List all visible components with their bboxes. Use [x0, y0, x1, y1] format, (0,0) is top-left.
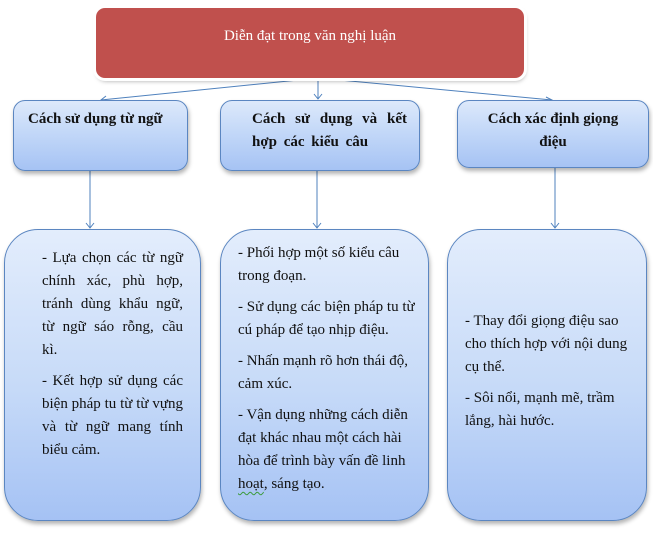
branch-heading-word-usage: Cách sử dụng từ ngữ	[13, 100, 188, 171]
branch-details-word-usage: - Lựa chọn các từ ngữ chính xác, phù hợp…	[4, 229, 201, 521]
spellcheck-flagged-word: hoạt	[238, 476, 264, 492]
detail-item: - Thay đổi giọng điệu sao cho thích hợp …	[465, 313, 628, 375]
detail-text: - Vận dụng những cách diễn đạt khác nhau…	[238, 407, 408, 469]
branch-heading-label: Cách sử dụng và kết hợp các kiểu câu	[252, 111, 407, 150]
branch-heading-tone: Cách xác định giọng điệu	[457, 100, 649, 168]
detail-item: - Phối hợp một số kiểu câu trong đoạn.	[238, 245, 400, 284]
detail-item: - Sử dụng các biện pháp tu từ cú pháp để…	[238, 299, 415, 338]
branch-heading-label: Cách sử dụng từ ngữ	[28, 111, 163, 127]
branch-details-sentence-types: - Phối hợp một số kiểu câu trong đoạn. -…	[220, 229, 429, 521]
detail-item: - Sôi nổi, mạnh mẽ, trầm lắng, hài hước.	[465, 390, 615, 429]
root-label: Diễn đạt trong văn nghị luận	[223, 28, 397, 44]
branch-heading-label: Cách xác định giọng điệu	[487, 111, 619, 150]
detail-item: - Nhấn mạnh rõ hơn thái độ, cảm xúc.	[238, 353, 408, 392]
branch-heading-sentence-types: Cách sử dụng và kết hợp các kiểu câu	[220, 100, 420, 171]
root-node: Diễn đạt trong văn nghị luận	[96, 8, 524, 78]
branch-details-tone: - Thay đổi giọng điệu sao cho thích hợp …	[447, 229, 647, 521]
detail-text: , sáng tạo.	[263, 476, 325, 492]
detail-item: - Kết hợp sử dụng các biện pháp tu từ từ…	[42, 373, 183, 458]
detail-item: - Lựa chọn các từ ngữ chính xác, phù hợp…	[42, 250, 183, 358]
detail-item: - Vận dụng những cách diễn đạt khác nhau…	[238, 404, 420, 496]
